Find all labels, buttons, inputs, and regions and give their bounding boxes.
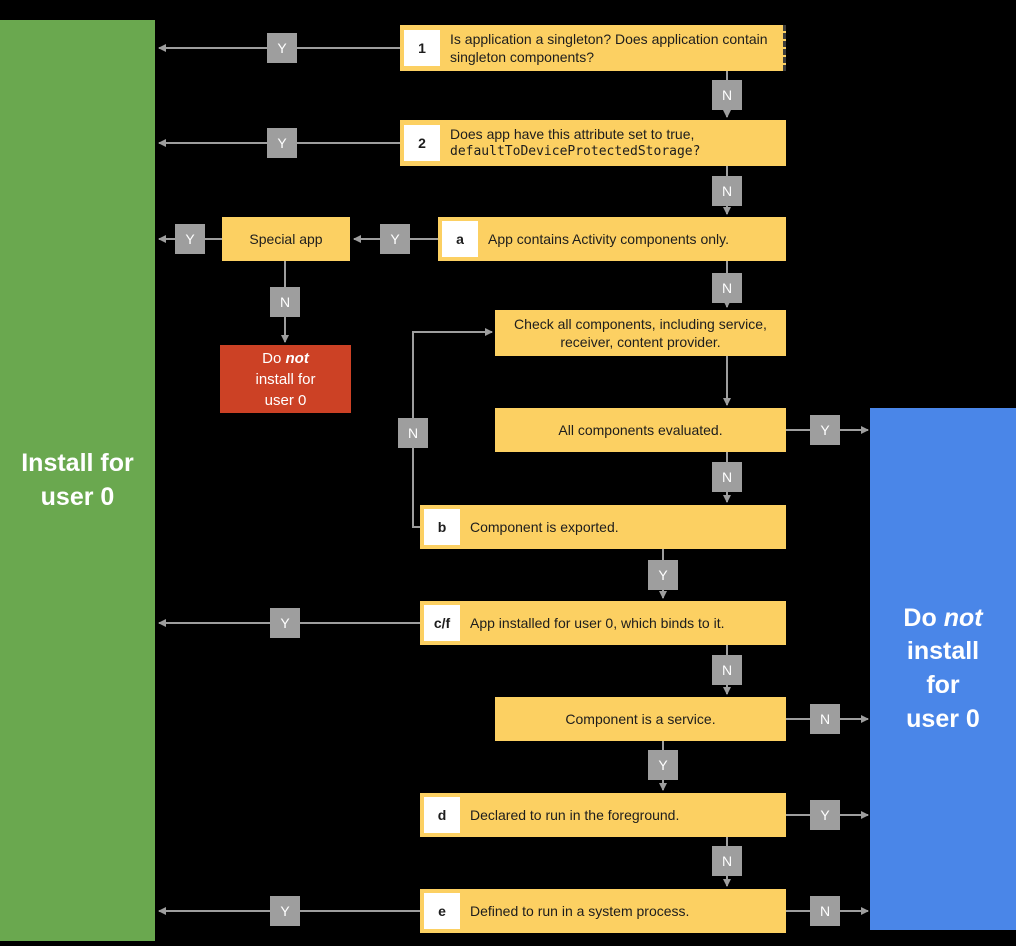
node-evaluated-text: All components evaluated. xyxy=(558,421,723,438)
node-cf-text: App installed for user 0, which binds to… xyxy=(470,614,725,631)
label-no-d-e: N xyxy=(712,846,742,876)
node-b-text: Component is exported. xyxy=(470,518,619,535)
node-special-text: Special app xyxy=(249,230,323,247)
notinstall-line3: for xyxy=(926,671,960,699)
red-em: not xyxy=(285,349,309,367)
node-b-component-exported: b Component is exported. xyxy=(420,505,786,549)
node-2-protected-storage: 2 Does app have this attribute set to tr… xyxy=(400,120,786,166)
node-e-badge: e xyxy=(424,893,460,929)
terminal-install-user0: Install for user 0 xyxy=(0,20,155,941)
node-2-line1: Does app have this attribute set to true… xyxy=(450,126,695,143)
node-a-activity-only: a App contains Activity components only. xyxy=(438,217,786,261)
node-2-text: Does app have this attribute set to true… xyxy=(440,125,710,160)
red-pre: Do xyxy=(262,349,282,367)
notinstall-pre: Do xyxy=(903,603,937,632)
label-no-n2-a: N xyxy=(712,176,742,206)
node-service-text: Component is a service. xyxy=(565,710,716,727)
label-yes-a-special: Y xyxy=(380,224,410,254)
notinstall-line4: user 0 xyxy=(906,704,980,733)
red-line1: Do not xyxy=(262,348,309,369)
node-2-code: defaultToDeviceProtectedStorage? xyxy=(450,143,701,159)
notinstall-line2: install xyxy=(906,637,980,666)
label-no-service-notinstall: N xyxy=(810,704,840,734)
node-component-is-service: Component is a service. xyxy=(495,697,786,741)
node-check-text: Check all components, including service,… xyxy=(514,315,767,350)
label-no-evaluated-b: N xyxy=(712,462,742,492)
label-yes-n1-install: Y xyxy=(267,33,297,63)
label-no-special-red: N xyxy=(270,287,300,317)
label-no-e-notinstall: N xyxy=(810,896,840,926)
node-check-all-components: Check all components, including service,… xyxy=(495,310,786,356)
node-cf-badge: c/f xyxy=(424,605,460,641)
label-yes-d-notinstall: Y xyxy=(810,800,840,830)
label-yes-special-install: Y xyxy=(175,224,205,254)
label-no-b-check-loop: N xyxy=(398,418,428,448)
node-1-badge: 1 xyxy=(404,30,440,66)
node-all-components-evaluated: All components evaluated. xyxy=(495,408,786,452)
red-line2: install for xyxy=(255,370,316,388)
notinstall-line1: Do not xyxy=(903,602,982,636)
node-cf-binds-user0: c/f App installed for user 0, which bind… xyxy=(420,601,786,645)
node-b-badge: b xyxy=(424,509,460,545)
terminal-do-not-install-user0: Do not install for user 0 xyxy=(870,408,1016,930)
install-line1: Install for xyxy=(21,448,134,477)
node-2-badge: 2 xyxy=(404,125,440,161)
label-yes-e-install: Y xyxy=(270,896,300,926)
label-yes-evaluated-notinstall: Y xyxy=(810,415,840,445)
label-yes-service-d: Y xyxy=(648,750,678,780)
label-yes-n2-install: Y xyxy=(267,128,297,158)
node-d-foreground: d Declared to run in the foreground. xyxy=(420,793,786,837)
node-special-app: Special app xyxy=(222,217,350,261)
red-do-not-install: Do not install for user 0 xyxy=(220,345,351,413)
node-e-system-process: e Defined to run in a system process. xyxy=(420,889,786,933)
node-d-text: Declared to run in the foreground. xyxy=(470,806,680,823)
node-d-badge: d xyxy=(424,797,460,833)
label-no-n1-n2: N xyxy=(712,80,742,110)
node-a-badge: a xyxy=(442,221,478,257)
label-no-cf-service: N xyxy=(712,655,742,685)
node-1-singleton: 1 Is application a singleton? Does appli… xyxy=(400,25,786,71)
label-no-a-check: N xyxy=(712,273,742,303)
label-yes-cf-install: Y xyxy=(270,608,300,638)
node-e-text: Defined to run in a system process. xyxy=(470,902,690,919)
node-1-text: Is application a singleton? Does applica… xyxy=(450,30,768,65)
label-yes-b-cf: Y xyxy=(648,560,678,590)
red-line3: user 0 xyxy=(264,391,307,409)
install-line2: user 0 xyxy=(40,482,115,511)
notinstall-em: not xyxy=(943,603,983,632)
node-a-text: App contains Activity components only. xyxy=(488,230,729,247)
